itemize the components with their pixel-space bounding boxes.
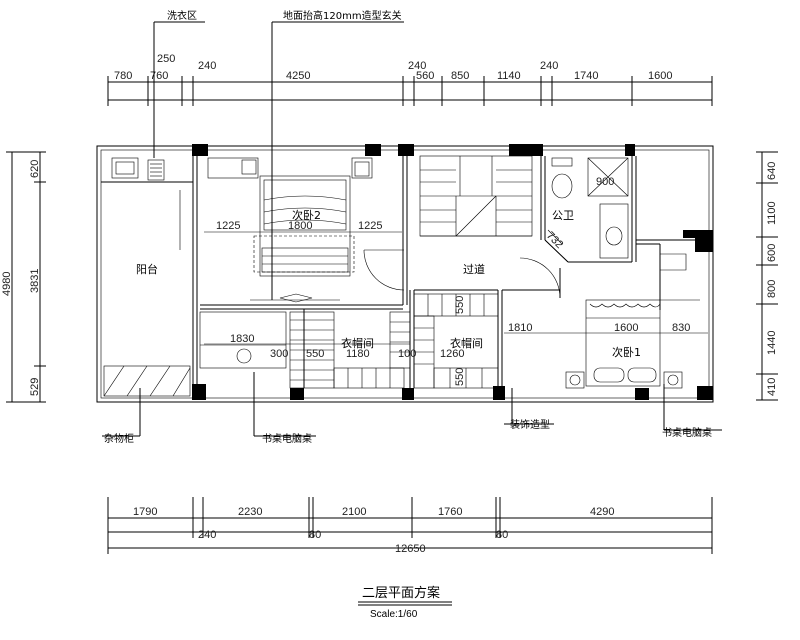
right-dim-410: 410: [766, 378, 778, 396]
title-scale: Scale:1/60: [370, 609, 418, 620]
interior-walls: [101, 156, 695, 388]
bottom-dim-4290: 4290: [590, 506, 614, 518]
right-dim-640: 640: [766, 162, 778, 180]
top-dim-760: 760: [150, 70, 168, 82]
left-dim-4980: 4980: [1, 272, 13, 296]
inner-dim-900: 900: [596, 176, 614, 188]
inner-dim-b1-mid: 1600: [614, 322, 638, 334]
outer-walls: [96, 144, 714, 403]
inner-dim-cl2-w: 1260: [440, 348, 464, 360]
title-main: 二层平面方案: [362, 585, 440, 601]
annotation-raised-floor: 地面抬高120mm造型玄关: [283, 9, 402, 22]
balcony-fixtures: [103, 157, 191, 397]
right-dim-1440: 1440: [766, 331, 778, 355]
bottom-dim-2230: 2230: [238, 506, 262, 518]
inner-dim-b1-right: 830: [672, 322, 690, 334]
top-dim-780: 780: [114, 70, 132, 82]
annotation-storage: 杂物柜: [104, 432, 134, 445]
inner-dim-v550a: 550: [454, 296, 466, 314]
room-label-balcony: 阳台: [136, 262, 158, 276]
annotation-desk-left: 书桌电脑桌: [262, 432, 312, 445]
inner-dim-b1-left: 1810: [508, 322, 532, 334]
inner-dim-b2-right: 1225: [358, 220, 382, 232]
closet-shelving: [199, 293, 499, 389]
top-dim-850: 850: [451, 70, 469, 82]
leader-lines: [102, 21, 722, 437]
annotation-desk-right: 书桌电脑桌: [662, 426, 712, 439]
top-dimension-chains: 250 240 240 240 780 760 4250 560 850 114…: [107, 53, 713, 106]
bottom-dim-2100: 2100: [342, 506, 366, 518]
room-label-closet1: 衣帽间: [341, 336, 374, 350]
drawing-title: 二层平面方案 Scale:1/60: [358, 585, 452, 620]
top-dim-1140: 1140: [497, 70, 521, 82]
inner-dim-b2-left: 1225: [216, 220, 240, 232]
top-dim-250: 250: [157, 53, 175, 65]
inner-dim-diag: 732: [544, 230, 565, 251]
left-dim-3831: 3831: [29, 269, 41, 293]
top-dim-240b: 240: [408, 60, 426, 72]
top-dim-240a: 240: [198, 60, 216, 72]
inner-dim-100: 100: [398, 348, 416, 360]
room-label-closet2: 衣帽间: [450, 336, 483, 350]
bedroom1-furniture: [519, 253, 700, 389]
bottom-dim-80a: 80: [309, 529, 321, 541]
top-dim-4250: 4250: [286, 70, 310, 82]
inner-dim-cl1-w: 1180: [346, 348, 370, 360]
room-label-bedroom1: 次卧1: [612, 345, 641, 359]
top-dim-1740: 1740: [574, 70, 598, 82]
bathroom-fixtures: [544, 157, 629, 263]
right-dim-800: 800: [766, 280, 778, 298]
annotation-decor: 装饰造型: [510, 418, 550, 431]
left-dim-529: 529: [29, 378, 41, 396]
bottom-dim-1790: 1790: [133, 506, 157, 518]
top-dim-1600: 1600: [648, 70, 672, 82]
bottom-dimension-chains: 1790 2230 2100 1760 4290 240 80 80 12650: [107, 497, 713, 555]
bottom-dim-80b: 80: [496, 529, 508, 541]
left-dimension-chains: 4980 620 3831 529: [1, 151, 46, 403]
annotation-laundry: 洗衣区: [167, 9, 197, 22]
right-dim-1100: 1100: [766, 201, 778, 225]
inner-dim-desk-w: 1830: [230, 333, 254, 345]
inner-dim-v550b: 550: [454, 368, 466, 386]
right-dim-600: 600: [766, 244, 778, 262]
top-dim-560: 560: [416, 70, 434, 82]
inner-dim-550: 550: [306, 348, 324, 360]
room-label-bath: 公卫: [552, 209, 574, 222]
right-dimension-chain: 640 1100 600 800 1440 410: [756, 151, 778, 401]
staircase: [419, 155, 533, 237]
bottom-dim-1760: 1760: [438, 506, 462, 518]
room-label-bedroom2: 次卧2: [292, 208, 321, 222]
room-label-hall: 过道: [463, 262, 485, 276]
inner-dim-300: 300: [270, 348, 288, 360]
left-dim-620: 620: [29, 160, 41, 178]
bottom-dim-12650: 12650: [395, 543, 426, 555]
bottom-dim-240: 240: [198, 529, 216, 541]
inner-dim-b2-mid: 1800: [288, 220, 312, 232]
top-dim-240c: 240: [540, 60, 558, 72]
